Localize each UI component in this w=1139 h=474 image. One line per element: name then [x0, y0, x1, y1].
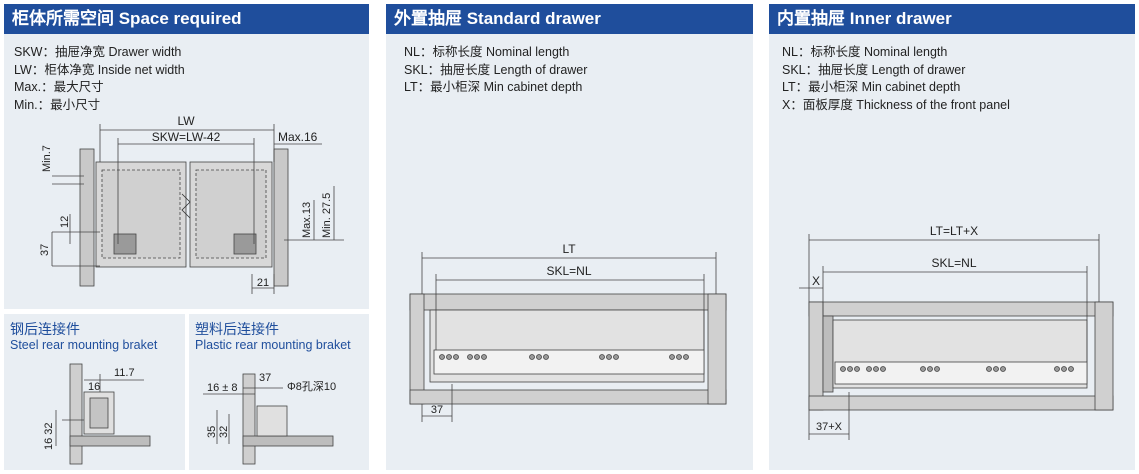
legend-lw: LW：柜体净宽 Inside net width	[14, 62, 185, 77]
legend-lt: LT：最小柜深 Min cabinet depth	[404, 80, 583, 94]
steel-title-zh: 钢后连接件	[10, 321, 80, 337]
dim-21: 21	[257, 277, 269, 289]
legend-nl: NL：标称长度 Nominal length	[782, 45, 948, 59]
inner-legend: NL：标称长度 Nominal length SKL：抽屉长度 Length o…	[782, 44, 1010, 114]
space-required-title: 柜体所需空间 Space required	[4, 4, 369, 34]
plastic-bracket-title: 塑料后连接件 Plastic rear mounting braket	[195, 321, 351, 353]
legend-skl: SKL：抽屉长度 Length of drawer	[404, 62, 588, 77]
legend-min: Min.：最小尺寸	[14, 97, 101, 112]
dim-37: 37	[259, 372, 271, 384]
plastic-bracket-panel: 塑料后连接件 Plastic rear mounting braket 16 ±…	[189, 314, 369, 470]
dim-skw: SKW=LW-42	[152, 130, 221, 144]
dim-37x: 37+X	[816, 421, 843, 433]
steel-bracket-diagram: 11.7 16 16 32	[43, 363, 151, 465]
inner-drawer-title: 内置抽屉 Inner drawer	[769, 4, 1135, 34]
dim-35: 35	[206, 426, 218, 438]
standard-drawer-panel: 外置抽屉 Standard drawer NL：标称长度 Nominal len…	[386, 4, 753, 470]
steel-bracket-title: 钢后连接件 Steel rear mounting braket	[10, 321, 157, 353]
legend-skw: SKW：抽屉净宽 Drawer width	[14, 45, 182, 59]
dim-skl: SKL=NL	[931, 256, 976, 270]
dim-hole: Φ8孔深10	[287, 380, 336, 393]
dim-16pm8: 16 ± 8	[207, 382, 238, 394]
plastic-title-zh: 塑料后连接件	[195, 321, 279, 337]
space-required-diagram: LW SKW=LW-42 Max.16 Min.7 12 37 Max.13 M…	[39, 114, 344, 294]
legend-nl: NL：标称长度 Nominal length	[404, 45, 570, 59]
dim-16-32: 16 32	[43, 422, 55, 450]
steel-title-en: Steel rear mounting braket	[10, 338, 158, 352]
legend-skl: SKL：抽屉长度 Length of drawer	[782, 62, 966, 77]
dim-max13: Max.13	[301, 202, 313, 238]
dim-16: 16	[88, 381, 100, 393]
steel-bracket-panel: 钢后连接件 Steel rear mounting braket 11.7 16…	[4, 314, 185, 470]
plastic-title-en: Plastic rear mounting braket	[195, 338, 351, 352]
dim-32: 32	[218, 426, 230, 438]
dim-lt: LT=LT+X	[930, 224, 978, 238]
dim-37: 37	[39, 244, 51, 256]
plastic-bracket-diagram: 16 ± 8 37 Φ8孔深10 35 32	[203, 372, 336, 465]
standard-drawer-title: 外置抽屉 Standard drawer	[386, 4, 753, 34]
standard-legend: NL：标称长度 Nominal length SKL：抽屉长度 Length o…	[404, 44, 587, 97]
inner-drawer-diagram: LT=LT+X SKL=NL X 37+X	[799, 224, 1114, 440]
dim-lt: LT	[562, 242, 576, 256]
dim-x: X	[812, 274, 820, 288]
legend-max: Max.：最大尺寸	[14, 80, 104, 94]
legend-lt: LT：最小柜深 Min cabinet depth	[782, 80, 961, 94]
space-required-panel: 柜体所需空间 Space required SKW：抽屉净宽 Drawer wi…	[4, 4, 369, 309]
dim-min275: Min. 27.5	[321, 193, 333, 238]
inner-drawer-panel: 内置抽屉 Inner drawer NL：标称长度 Nominal length…	[769, 4, 1135, 470]
dim-11-7: 11.7	[114, 367, 135, 379]
dim-min7: Min.7	[41, 145, 53, 172]
space-legend: SKW：抽屉净宽 Drawer width LW：柜体净宽 Inside net…	[14, 44, 185, 114]
dim-max16: Max.16	[278, 130, 318, 144]
dim-37: 37	[431, 404, 443, 416]
dim-12: 12	[59, 216, 71, 228]
legend-x: X：面板厚度 Thickness of the front panel	[782, 97, 1010, 112]
dim-lw: LW	[177, 114, 195, 128]
dim-skl: SKL=NL	[546, 264, 591, 278]
standard-drawer-diagram: LT SKL=NL 37	[409, 242, 727, 422]
